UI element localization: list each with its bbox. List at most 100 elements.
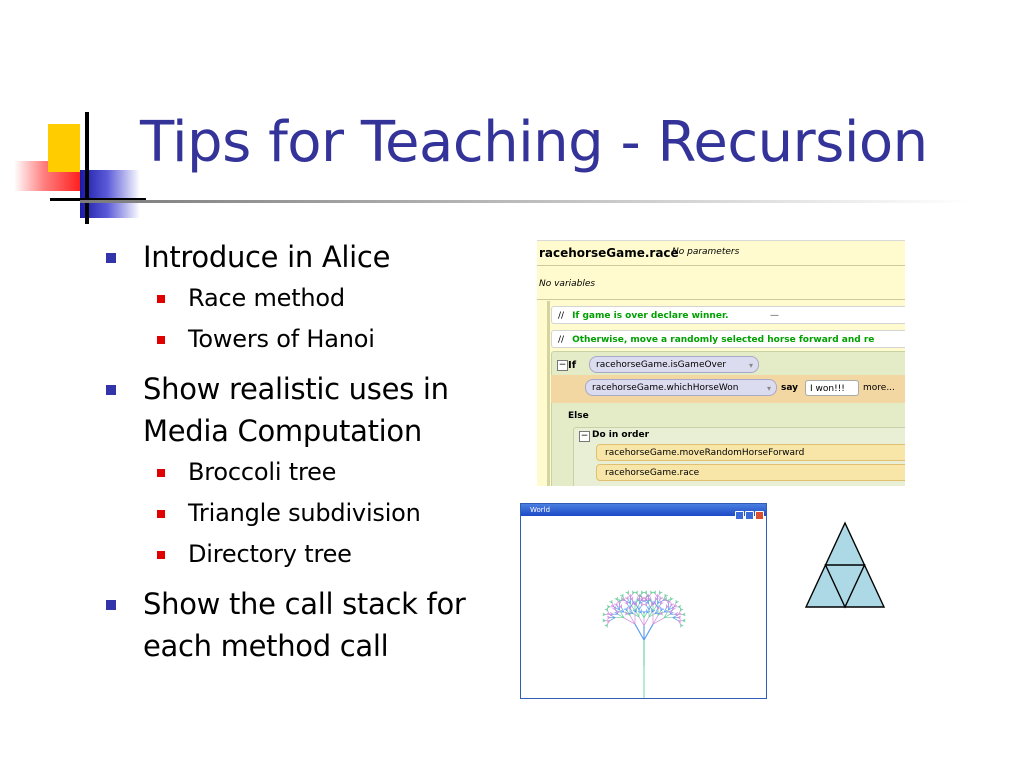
tree-branch (640, 612, 645, 618)
tree-branch (659, 591, 662, 594)
tree-branch (673, 602, 677, 608)
window-title: World (530, 506, 551, 514)
tree-branch (680, 624, 683, 627)
tree-branch (606, 620, 610, 623)
slide-title: Tips for Teaching - Recursion (140, 110, 928, 175)
tree-branch (640, 598, 644, 601)
bullet-list: Introduce in Alice Race method Towers of… (100, 236, 510, 667)
tree-branch (621, 607, 625, 613)
tree-branch (651, 603, 654, 606)
sub-bullet-marker (157, 336, 165, 344)
maximize-icon[interactable] (745, 511, 754, 520)
tree-branch (657, 606, 660, 610)
tree-branch (663, 607, 667, 613)
tree-branch (626, 596, 629, 600)
condition-tile[interactable]: racehorseGame.isGameOver ▾ (589, 356, 759, 373)
tree-branch (606, 612, 610, 615)
tree-branch (632, 601, 635, 605)
tree-branch (644, 603, 647, 606)
tree-branch (628, 606, 631, 610)
comment-slash: // (558, 311, 565, 321)
tree-branch (634, 603, 637, 606)
sub-bullet-item: Broccoli tree (100, 452, 510, 493)
bullet-item: Introduce in Alice (100, 236, 510, 278)
dropdown-icon[interactable]: ▾ (748, 361, 753, 370)
tree-branch (645, 599, 649, 604)
tree-branch (643, 600, 649, 605)
comment-row[interactable]: // If game is over declare winner. — (551, 306, 905, 324)
call-row[interactable]: racehorseGame.moveRandomHorseForward (596, 444, 905, 461)
collapse-icon[interactable]: − (557, 360, 568, 371)
call-row[interactable]: racehorseGame.race (596, 464, 905, 481)
title-rule (80, 200, 970, 203)
sub-bullet-text: Triangle subdivision (188, 499, 421, 527)
tree-branch (632, 613, 640, 618)
sub-bullet-text: Race method (188, 284, 345, 312)
tree-branch (646, 593, 649, 598)
more-button[interactable]: more... (859, 380, 905, 396)
else-keyword: Else (568, 411, 589, 421)
tree-branch (632, 591, 635, 594)
tree-branch (622, 598, 626, 601)
window-titlebar[interactable]: World (521, 504, 766, 520)
title-decoration-blue (80, 170, 140, 218)
winner-call-text: racehorseGame.whichHorseWon (592, 383, 739, 393)
tree-branch (648, 612, 653, 618)
tree-branch (625, 601, 628, 605)
tree-branch (639, 599, 643, 604)
tree-branch (670, 597, 673, 601)
tree-branch (615, 597, 618, 601)
tree-branch (629, 611, 634, 614)
tree-branch (605, 608, 608, 611)
tree-branch (650, 591, 653, 594)
tree-branch (673, 604, 677, 608)
collapse-icon[interactable]: − (579, 431, 590, 442)
tree-branch (609, 617, 616, 622)
tree-branch (615, 603, 618, 606)
comment-row[interactable]: //Otherwise, move a randomly selected ho… (551, 330, 905, 348)
tree-branch (620, 609, 625, 613)
comment-text: Otherwise, move a randomly selected hors… (572, 335, 875, 345)
tree-branch (654, 611, 659, 614)
sub-bullet-item: Towers of Hanoi (100, 319, 510, 360)
do-in-order-label: Do in order (592, 430, 650, 440)
sub-bullet-marker (157, 551, 165, 559)
no-variables-label: No variables (539, 279, 596, 289)
condition-text: racehorseGame.isGameOver (596, 360, 727, 370)
tree-branch (672, 617, 679, 622)
say-keyword: say (781, 383, 799, 393)
tree-branch (634, 603, 640, 612)
method-name: racehorseGame.race (539, 246, 679, 260)
say-value[interactable]: I won!!! (805, 380, 859, 396)
tree-branch (664, 594, 667, 597)
tree-branch (617, 613, 625, 619)
tree-branch (605, 624, 608, 627)
close-icon[interactable] (755, 511, 764, 520)
triangle-subdivision (804, 521, 886, 609)
tree-branch (672, 614, 679, 619)
dropdown-icon[interactable]: ▾ (766, 384, 771, 393)
comment-text: If game is over declare winner. (572, 311, 729, 321)
tree-branch (641, 603, 644, 606)
tree-branch (634, 609, 637, 613)
tree-branch (634, 623, 645, 641)
tree-branch (660, 601, 663, 605)
tree-branch (644, 591, 647, 594)
if-keyword: If (568, 360, 577, 371)
tree-branch (638, 605, 642, 611)
tree-branch (652, 615, 659, 625)
sub-bullet-item: Directory tree (100, 534, 510, 575)
block-bar (547, 301, 550, 486)
minimize-icon[interactable] (735, 511, 744, 520)
tree-branch (664, 597, 667, 601)
tree-branch (635, 612, 640, 618)
tree-branch (630, 597, 633, 601)
tree-branch (643, 616, 650, 626)
tree-branch (653, 591, 656, 594)
dropdown-icon[interactable]: — (770, 311, 779, 321)
tree-branch (660, 607, 663, 611)
winner-tile[interactable]: racehorseGame.whichHorseWon ▾ (585, 379, 777, 396)
tree-branch (619, 605, 622, 608)
tree-branch (663, 613, 671, 619)
tree-branch (639, 594, 642, 597)
